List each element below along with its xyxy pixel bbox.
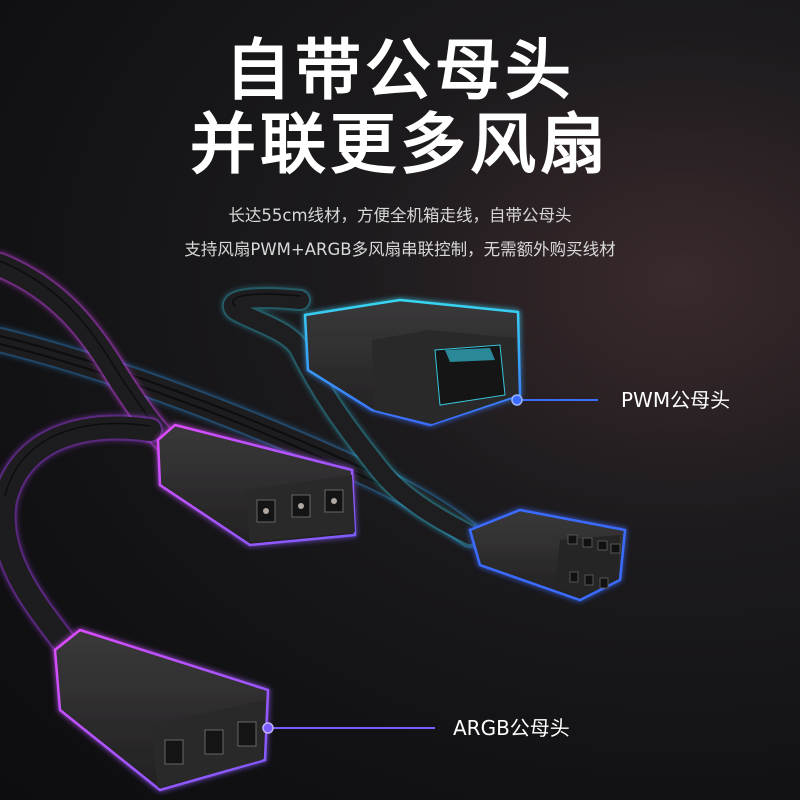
pwm-male-connector [468, 508, 627, 602]
subtitle-line-2: 支持风扇PWM+ARGB多风扇串联控制，无需额外购买线材 [184, 240, 616, 259]
callout-pwm [511, 394, 598, 406]
cable-bundle-upper [0, 287, 483, 548]
callout-argb [262, 722, 435, 734]
pwm-female-connector [303, 298, 522, 427]
headline-line-2: 并联更多风扇 [190, 106, 610, 183]
headline-line-1: 自带公母头 [225, 32, 575, 109]
pwm-connector-label: PWM公母头 [621, 388, 731, 412]
argb-connector-lower [53, 628, 270, 792]
cable-bundle-argb [0, 252, 178, 663]
argb-connector-upper [156, 423, 357, 547]
subtitle-line-1: 长达55cm线材，方便全机箱走线，自带公母头 [228, 206, 572, 225]
argb-connector-label: ARGB公母头 [453, 716, 570, 740]
